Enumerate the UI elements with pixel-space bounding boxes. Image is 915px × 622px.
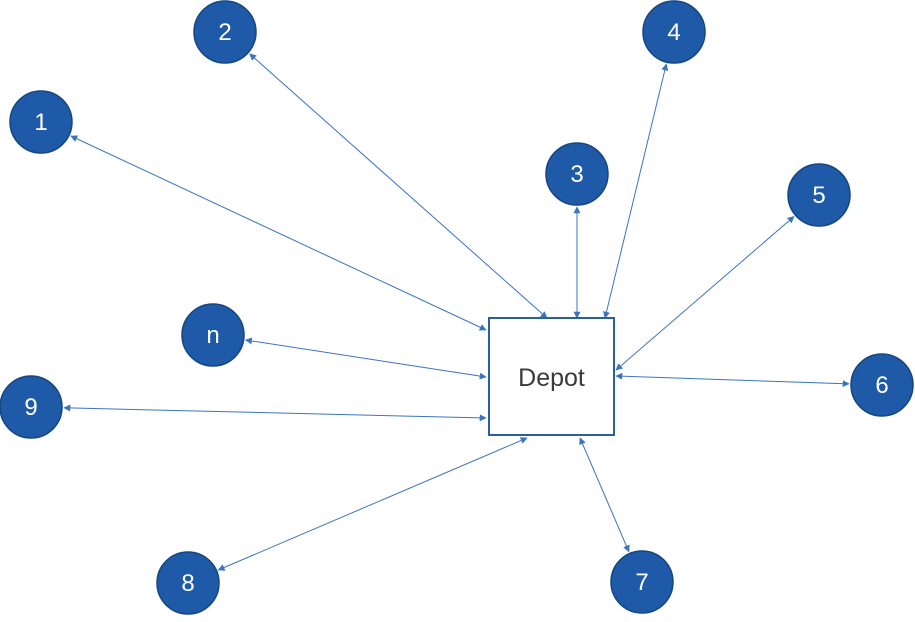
edge-depot-4 bbox=[603, 63, 669, 319]
edge-depot-7 bbox=[579, 437, 630, 553]
node-1: 1 bbox=[9, 90, 73, 154]
depot-label: Depot bbox=[518, 364, 585, 392]
node-label: 6 bbox=[875, 372, 888, 399]
depot-node: Depot bbox=[488, 317, 615, 436]
node-label: 4 bbox=[667, 19, 680, 46]
depot-box bbox=[488, 317, 615, 436]
node-7: 7 bbox=[610, 550, 674, 614]
node-label: 7 bbox=[635, 569, 648, 596]
node-6: 6 bbox=[850, 353, 914, 417]
edges-layer bbox=[63, 53, 850, 571]
node-circle bbox=[9, 90, 73, 154]
edge-depot-8 bbox=[217, 437, 528, 571]
edge-depot-9 bbox=[63, 404, 487, 422]
node-circle bbox=[545, 142, 609, 206]
edge-depot-5 bbox=[615, 216, 795, 371]
edge-depot-2 bbox=[249, 53, 548, 319]
node-label: 3 bbox=[570, 161, 583, 188]
node-circle bbox=[850, 353, 914, 417]
node-5: 5 bbox=[787, 163, 851, 227]
node-label: 2 bbox=[218, 19, 231, 46]
node-n: n bbox=[181, 303, 245, 367]
edge-depot-6 bbox=[615, 372, 850, 388]
node-circle bbox=[193, 0, 257, 64]
node-circle bbox=[787, 163, 851, 227]
node-label: 5 bbox=[812, 182, 825, 209]
node-8: 8 bbox=[156, 551, 220, 615]
node-9: 9 bbox=[0, 375, 63, 439]
node-circle bbox=[0, 375, 63, 439]
node-circle bbox=[181, 303, 245, 367]
node-label: 1 bbox=[34, 109, 47, 136]
edge-depot-1 bbox=[70, 135, 487, 331]
node-circle bbox=[642, 0, 706, 64]
node-3: 3 bbox=[545, 142, 609, 206]
node-circle bbox=[156, 551, 220, 615]
node-label: 8 bbox=[181, 570, 194, 597]
node-2: 2 bbox=[193, 0, 257, 64]
edge-depot-n bbox=[244, 337, 487, 380]
node-circle bbox=[610, 550, 674, 614]
node-label: n bbox=[206, 322, 219, 349]
node-4: 4 bbox=[642, 0, 706, 64]
node-label: 9 bbox=[24, 394, 37, 421]
